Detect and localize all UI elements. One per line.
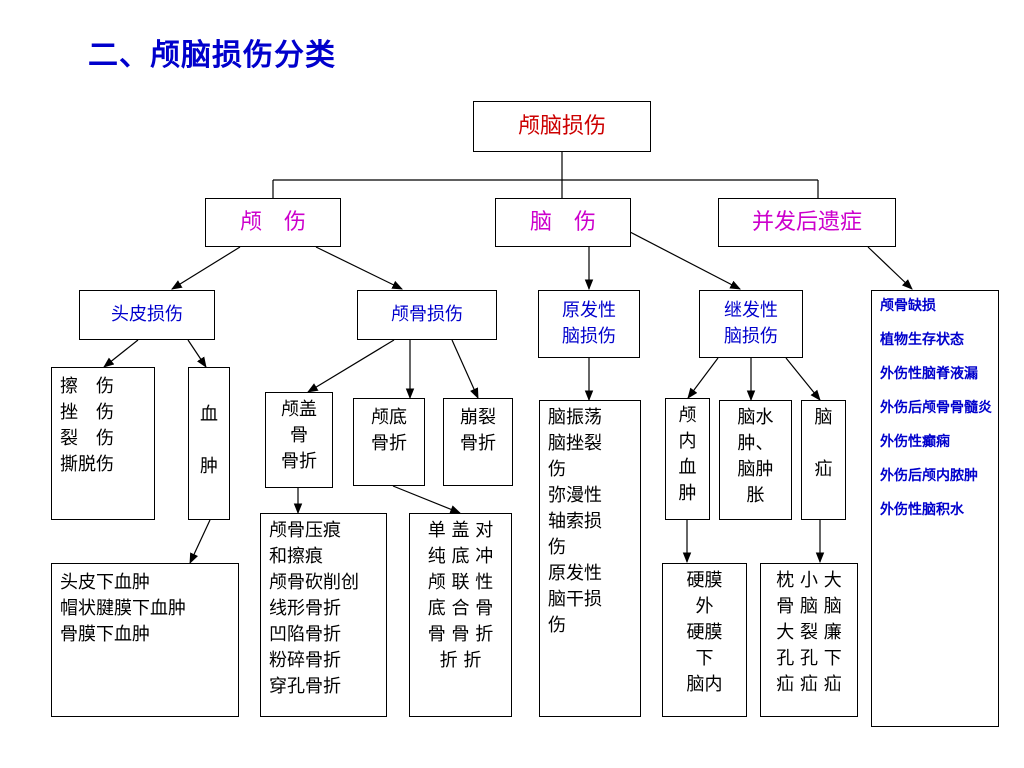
node-vault-fracture: 颅盖 骨 骨折 bbox=[265, 392, 333, 488]
node-primary-brain-injury: 原发性 脑损伤 bbox=[538, 290, 640, 358]
node-complications: 并发后遗症 bbox=[718, 198, 896, 247]
node-secondary-brain-injury: 继发性 脑损伤 bbox=[699, 290, 803, 358]
node-scalp-wounds: 擦 伤 挫 伤 裂 伤 撕脱伤 bbox=[51, 367, 155, 520]
page-title: 二、颅脑损伤分类 bbox=[88, 38, 336, 73]
node-hematoma-types: 硬膜 外 硬膜 下 脑内 bbox=[662, 563, 747, 717]
arrow-skull-scalp bbox=[171, 246, 241, 290]
arrow-base-mechanisms bbox=[392, 485, 462, 514]
sequelae-item: 植物生存状态 bbox=[880, 332, 964, 348]
sequelae-item: 外伤后颅骨骨髓炎 bbox=[880, 400, 992, 416]
arrow-brain-secondary bbox=[629, 231, 741, 290]
arrow-hematoma-scalp-types bbox=[189, 519, 211, 564]
node-herniation: 脑 疝 bbox=[801, 400, 846, 520]
node-fracture-mechanisms: 单 盖 对 纯 底 冲 颅 联 性 底 合 骨 骨 骨 折 折 折 bbox=[409, 513, 512, 717]
sequelae-item: 外伤性脑脊液漏 bbox=[880, 366, 978, 382]
node-edema-swelling: 脑水 肿、 脑肿 胀 bbox=[719, 400, 792, 520]
arrow-secondary-hematoma bbox=[687, 357, 719, 399]
arrow-secondary-herniation bbox=[785, 357, 821, 401]
arrow-scalp-hematoma bbox=[187, 339, 207, 368]
node-hematoma: 血 肿 bbox=[188, 367, 230, 520]
sequelae-item: 外伤后颅内脓肿 bbox=[880, 468, 978, 484]
arrow-skull-bone bbox=[315, 246, 403, 290]
node-scalp-hematomas: 头皮下血肿 帽状腱膜下血肿 骨膜下血肿 bbox=[51, 563, 239, 717]
node-root: 颅脑损伤 bbox=[473, 101, 651, 152]
node-burst-fracture: 崩裂 骨折 bbox=[443, 398, 513, 486]
node-brain-injury: 脑 伤 bbox=[495, 198, 631, 247]
node-scalp-injury: 头皮损伤 bbox=[79, 290, 215, 340]
node-primary-types: 脑振荡 脑挫裂 伤 弥漫性 轴索损 伤 原发性 脑干损 伤 bbox=[539, 400, 641, 717]
node-herniation-types: 枕 小 大 骨 脑 脑 大 裂 廉 孔 孔 下 疝 疝 疝 bbox=[760, 563, 858, 717]
sequelae-item: 外伤性癫痫 bbox=[880, 434, 950, 450]
arrow-complications-sequelae bbox=[867, 246, 913, 290]
node-base-fracture: 颅底 骨折 bbox=[353, 398, 425, 486]
arrow-scalp-wounds bbox=[103, 339, 139, 368]
node-skull-injury: 颅 伤 bbox=[205, 198, 341, 247]
node-skull-bone-injury: 颅骨损伤 bbox=[357, 290, 497, 340]
sequelae-item: 外伤性脑积水 bbox=[880, 502, 964, 518]
sequelae-list: 颅骨缺损 植物生存状态 外伤性脑脊液漏 外伤后颅骨骨髓炎 外伤性癫痫 外伤后颅内… bbox=[871, 290, 999, 727]
node-vault-fracture-types: 颅骨压痕 和擦痕 颅骨砍削创 线形骨折 凹陷骨折 粉碎骨折 穿孔骨折 bbox=[260, 513, 387, 717]
arrow-bone-vault bbox=[307, 339, 395, 393]
sequelae-item: 颅骨缺损 bbox=[880, 298, 936, 314]
arrow-bone-burst bbox=[451, 339, 479, 399]
node-intracranial-hematoma: 颅 内 血 肿 bbox=[665, 398, 710, 520]
